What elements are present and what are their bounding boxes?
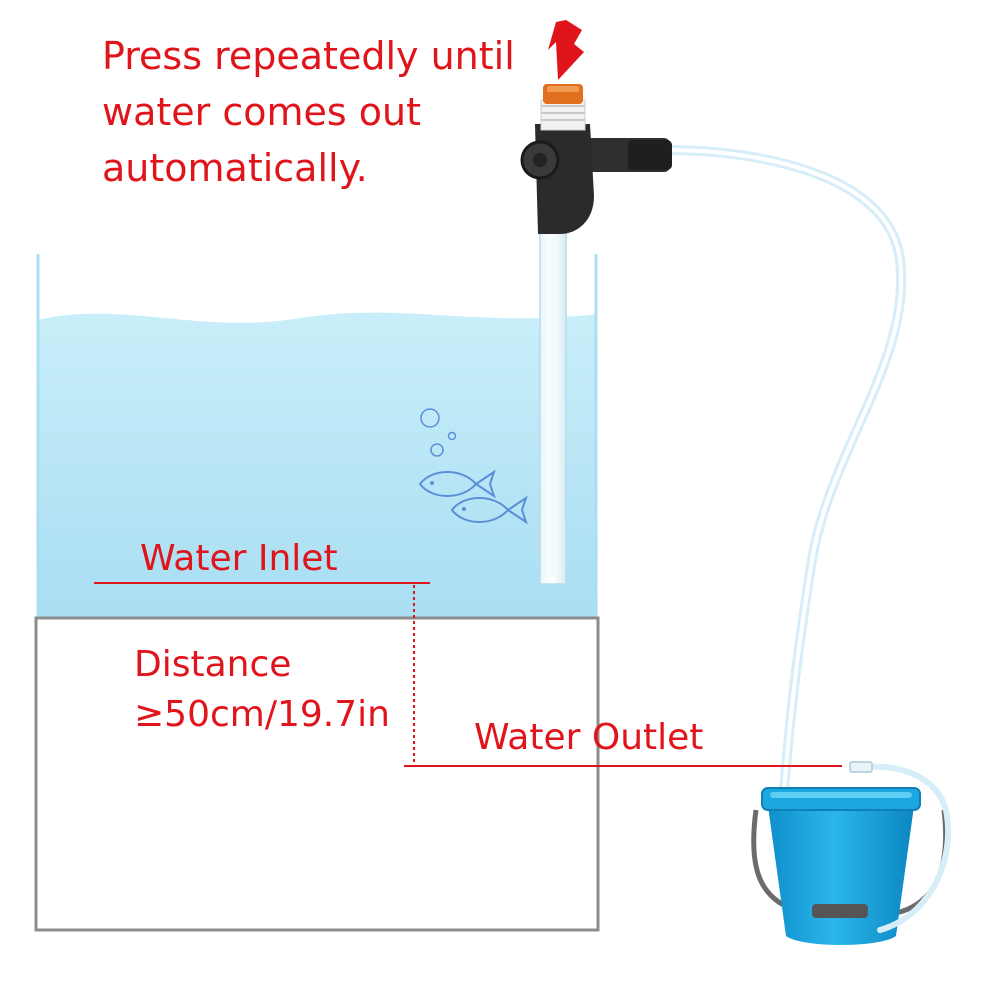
- tank-stand: [34, 616, 600, 932]
- red-down-arrow-icon: [548, 20, 584, 80]
- pump-head: [520, 84, 672, 234]
- distance-label-line2: ≥50cm/19.7in: [134, 694, 390, 735]
- distance-label: Distance ≥50cm/19.7in: [134, 640, 390, 740]
- hose-connector: [849, 761, 873, 773]
- siphon-hose: [663, 145, 907, 795]
- intake-tube: [539, 225, 567, 585]
- measurement-guides: [94, 582, 842, 767]
- distance-label-line1: Distance: [134, 644, 292, 685]
- bubbles-icon: [420, 408, 457, 457]
- water-body: [38, 312, 596, 617]
- water-inlet-label: Water Inlet: [140, 538, 338, 579]
- instruction-text: Press repeatedly until water comes out a…: [102, 34, 515, 190]
- fish-icon: [418, 469, 496, 499]
- water-outlet-label: Water Outlet: [474, 717, 704, 758]
- bucket: [751, 787, 949, 945]
- fish-icon: [450, 495, 528, 525]
- outlet-tube: [851, 763, 952, 933]
